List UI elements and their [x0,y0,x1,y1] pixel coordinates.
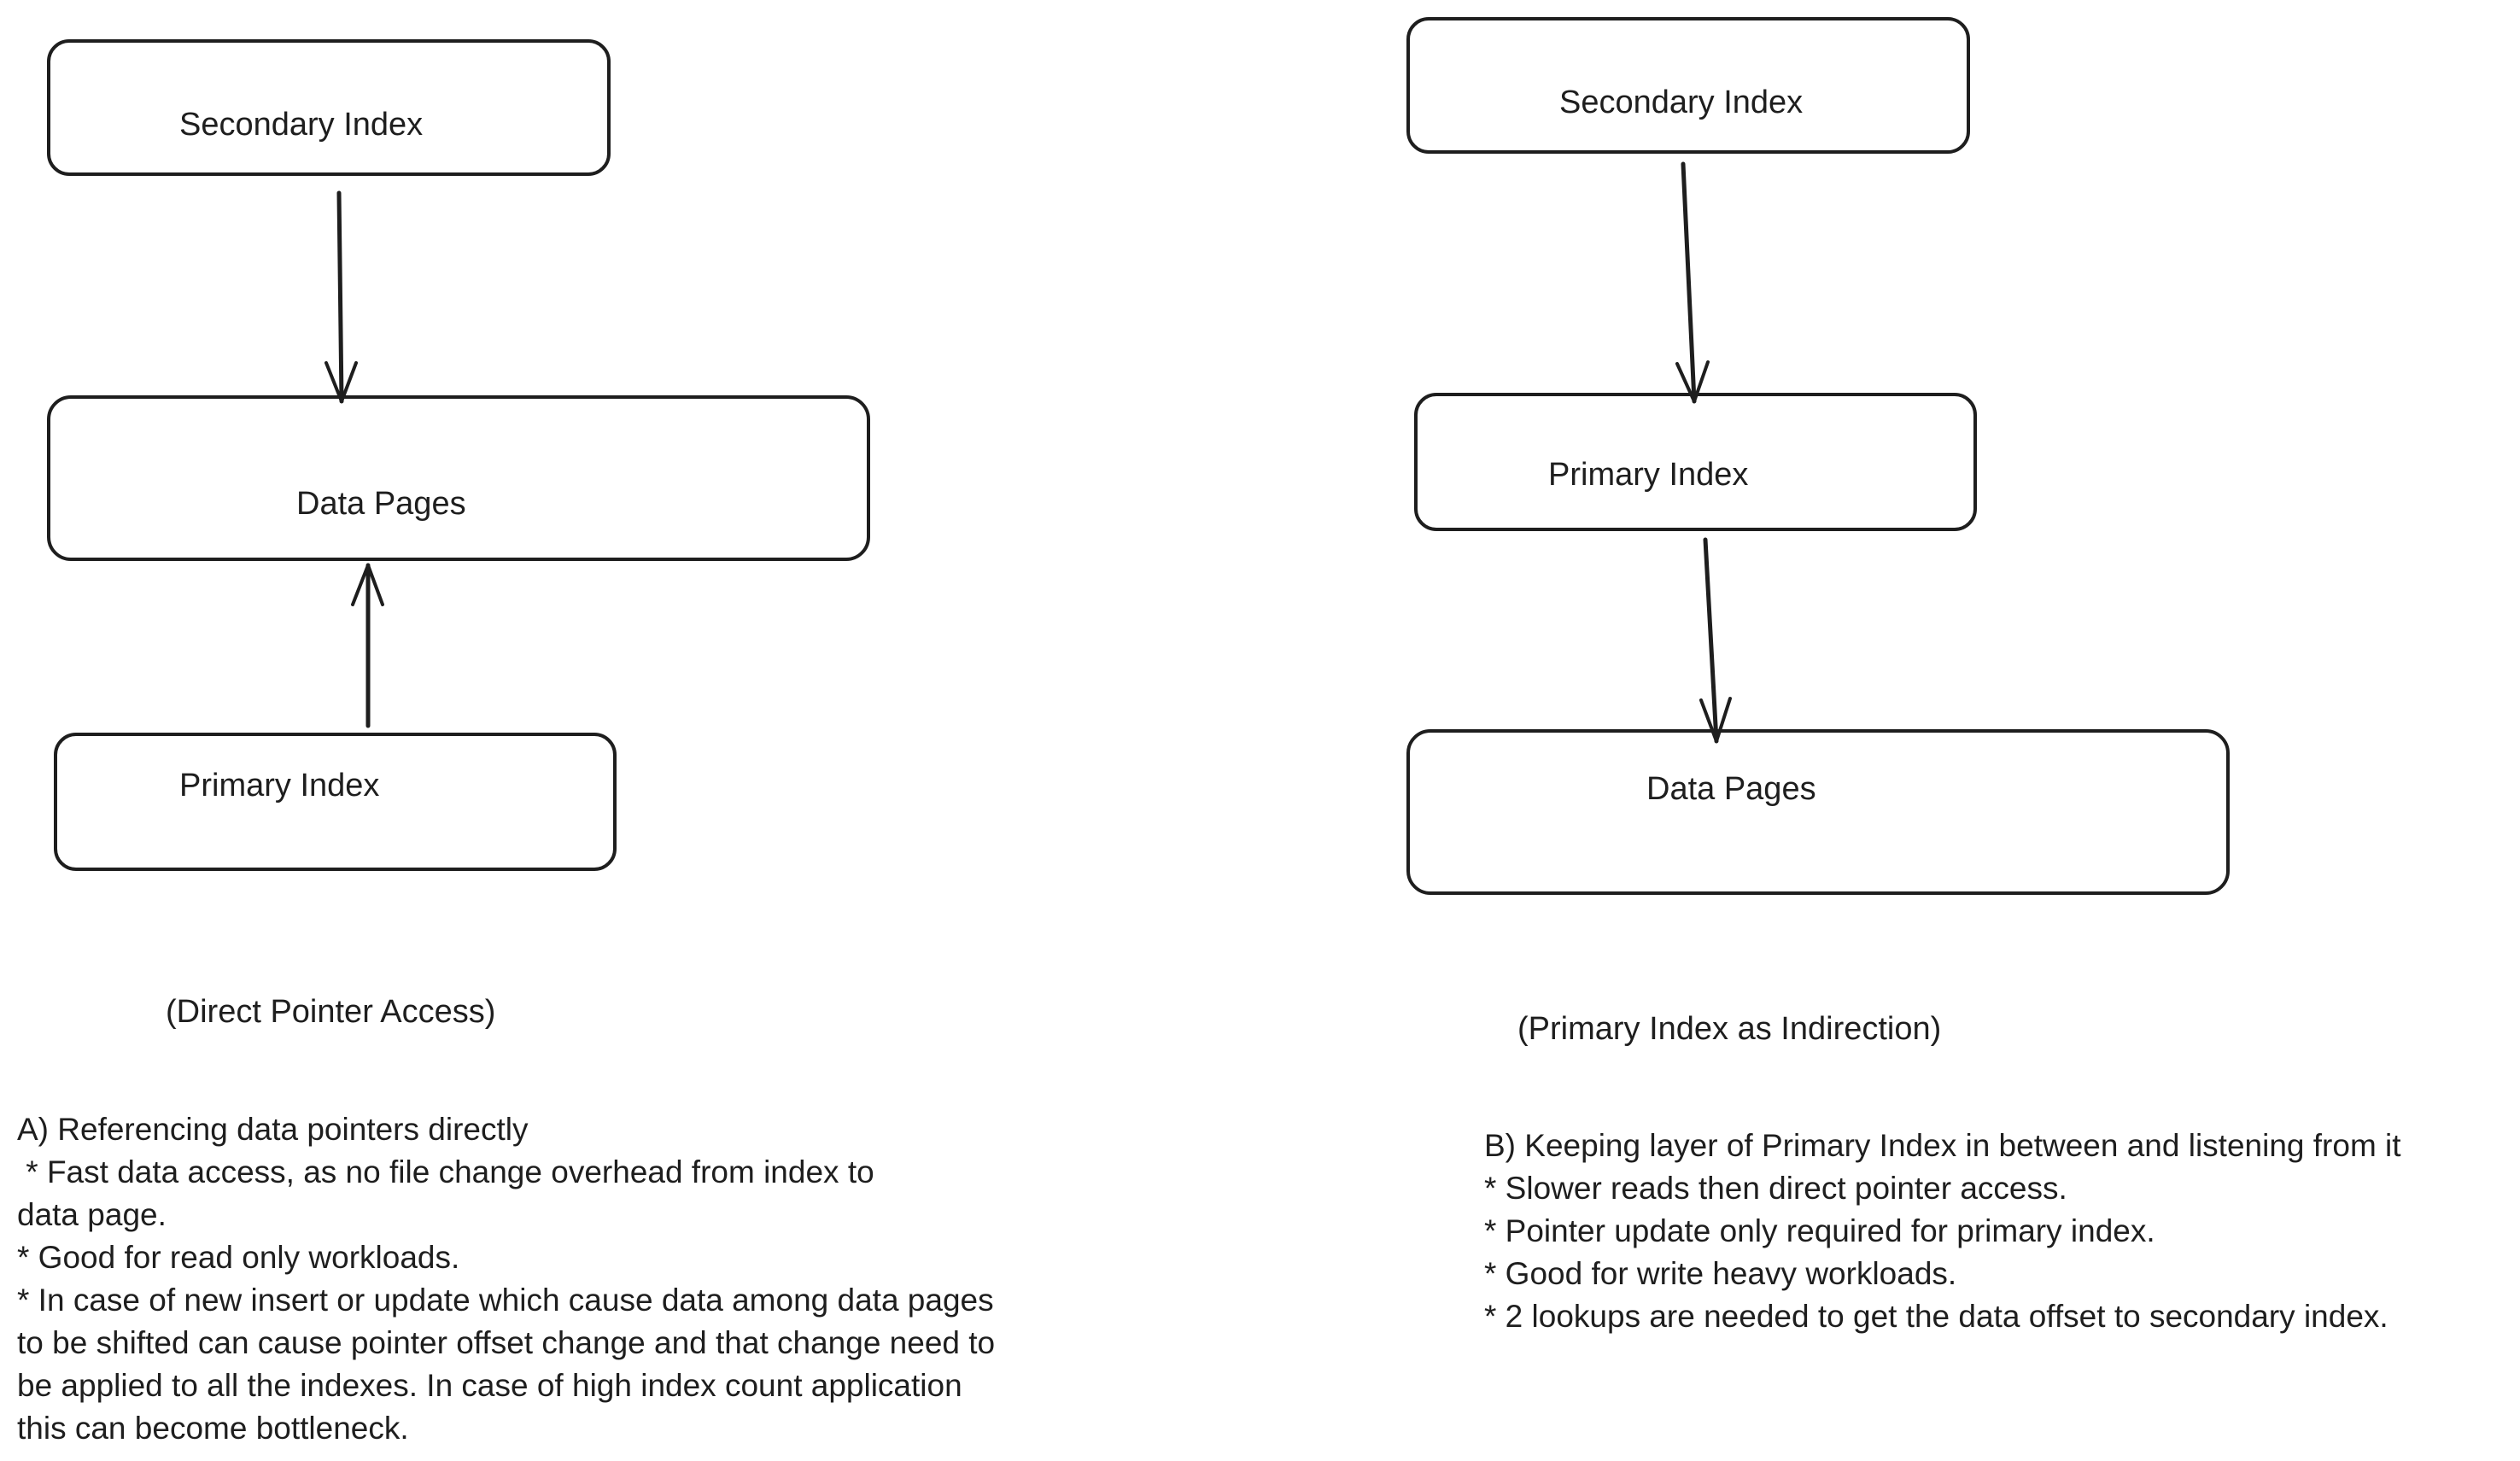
box-b-data-pages[interactable]: Data Pages [1406,729,2230,895]
notes-b: B) Keeping layer of Primary Index in bet… [1484,1125,2401,1338]
box-a-data-pages-label: Data Pages [296,486,466,522]
box-b-primary-index-label: Primary Index [1548,457,1748,493]
notes-b-line: * Pointer update only required for prima… [1484,1213,2155,1248]
arrow-a-secondary-to-data [325,190,358,404]
notes-a-line: be applied to all the indexes. In case o… [17,1368,962,1403]
box-a-data-pages[interactable]: Data Pages [47,395,870,561]
notes-b-line: * Good for write heavy workloads. [1484,1256,1957,1291]
box-b-primary-index[interactable]: Primary Index [1414,393,1977,531]
caption-b: (Primary Index as Indirection) [1517,1011,1942,1047]
box-b-secondary-index[interactable]: Secondary Index [1406,17,1970,154]
notes-b-line: * 2 lookups are needed to get the data o… [1484,1299,2388,1334]
arrow-b-primary-to-data [1699,537,1732,744]
notes-a-line: this can become bottleneck. [17,1411,409,1446]
notes-a-line: to be shifted can cause pointer offset c… [17,1325,996,1360]
notes-a: A) Referencing data pointers directly * … [17,1108,995,1450]
caption-a: (Direct Pointer Access) [166,994,496,1030]
box-a-primary-index[interactable]: Primary Index [54,733,617,871]
notes-a-line: * In case of new insert or update which … [17,1283,994,1318]
box-b-secondary-index-label: Secondary Index [1559,85,1803,120]
diagram-b: Secondary Index Primary Index Data Pages [1406,17,2230,895]
arrow-b-secondary-to-primary [1675,161,1710,404]
notes-a-line: * Good for read only workloads. [17,1240,460,1275]
notes-a-line: * Fast data access, as no file change ov… [17,1154,874,1189]
box-a-secondary-index[interactable]: Secondary Index [47,39,611,176]
box-b-data-pages-label: Data Pages [1646,771,1816,807]
notes-a-line: A) Referencing data pointers directly [17,1112,529,1147]
notes-b-line: * Slower reads then direct pointer acces… [1484,1171,2067,1206]
notes-a-line: data page. [17,1197,167,1232]
notes-b-line: B) Keeping layer of Primary Index in bet… [1484,1128,2401,1163]
arrow-a-primary-to-data [351,563,384,728]
diagram-a: Secondary Index Data Pages Primary Index [47,39,870,871]
box-a-secondary-index-label: Secondary Index [179,107,423,143]
box-a-primary-index-label: Primary Index [179,768,379,804]
